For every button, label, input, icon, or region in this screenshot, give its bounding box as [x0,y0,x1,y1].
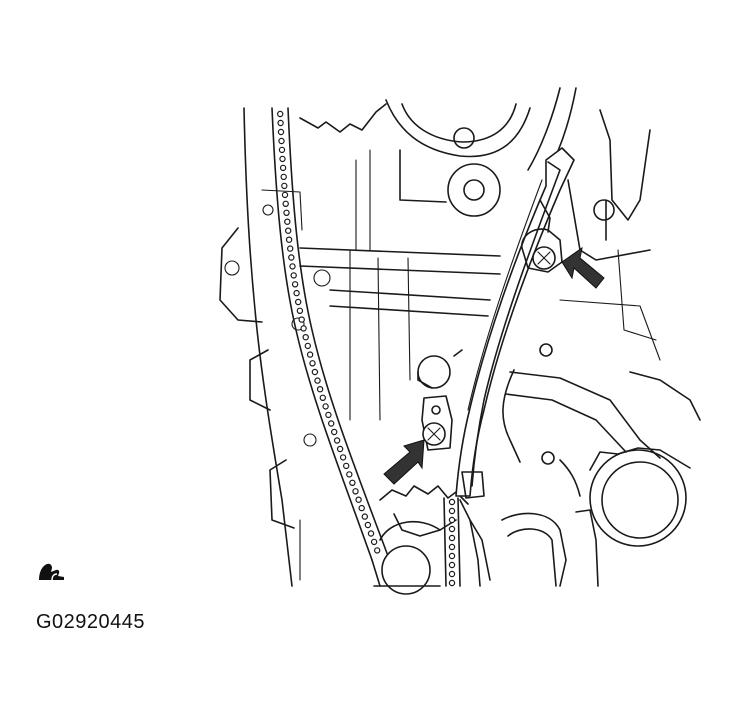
lower-left-chain [371,497,461,587]
chain-link [281,191,289,199]
chain-link [343,462,350,470]
block-rails [299,247,501,421]
chain-link [448,561,456,569]
chain-link [448,543,456,551]
chain-link [277,110,284,118]
chain-link [448,570,456,578]
chain-link [316,386,324,393]
chain-link [336,445,344,453]
arrow-lower-bolt [383,439,425,485]
chain-link [448,579,456,587]
service-note-icon [39,563,64,581]
chain-link [283,209,290,216]
chain-link [374,547,381,554]
chain-link [352,488,359,495]
chain-link [448,507,456,515]
chain-link [328,420,335,427]
chain-link [295,298,302,306]
chain-link [367,530,375,537]
chain-link [279,155,286,163]
chain-link [325,411,332,419]
crank-sprocket-lower [373,485,599,595]
chain-link [448,498,456,506]
chain-link [355,496,362,503]
chain-link [296,307,304,314]
chain-link [302,334,309,341]
chain-link [285,236,293,243]
guide-bolt-upper [521,199,563,273]
chain-link [370,538,378,546]
chain-link [339,454,347,461]
chain-link [448,552,456,560]
chain-link [280,173,287,181]
chain-link [361,513,368,520]
chain-link [319,394,326,401]
left-timing-chain [271,107,389,561]
chain-guide [455,147,575,499]
chain-link [448,534,456,542]
chain-link [288,254,295,261]
chain-link [290,272,297,279]
chain-link [281,182,288,190]
chain-link [349,479,356,486]
chain-link [291,281,299,288]
chain-link [314,377,321,384]
idler-pulley-upper [355,149,501,251]
chain-link [277,119,284,127]
idler-pulley-middle [417,349,463,389]
oil-pump-bore [559,447,691,547]
guide-bolt-lower [421,395,453,451]
chain-link [448,516,456,524]
chain-link [364,521,372,529]
chain-link [309,360,316,367]
chain-link [322,403,329,410]
right-housing [502,109,701,465]
chain-link [304,342,311,350]
chain-link [293,289,300,297]
chain-link [331,428,338,436]
chain-link [279,164,287,172]
chain-link [278,146,286,154]
chain-link [358,504,365,512]
cam-sprocket-top [299,99,531,158]
chain-link [287,245,294,252]
chain-link [300,325,307,332]
engine-block-outline [219,107,331,587]
chain-link [346,471,353,478]
chain-link [278,137,285,145]
chain-link [285,227,292,234]
chain-link [306,351,314,358]
chain-link [282,200,289,207]
chain-link [333,437,341,444]
chain-link [311,368,319,376]
arrow-upper-bolt [561,246,605,289]
chain-link [298,316,305,323]
chain-link [448,525,456,533]
chain-link [277,128,285,136]
figure-code: G02920445 [36,611,146,633]
chain-link [284,218,291,225]
chain-link [289,263,296,270]
